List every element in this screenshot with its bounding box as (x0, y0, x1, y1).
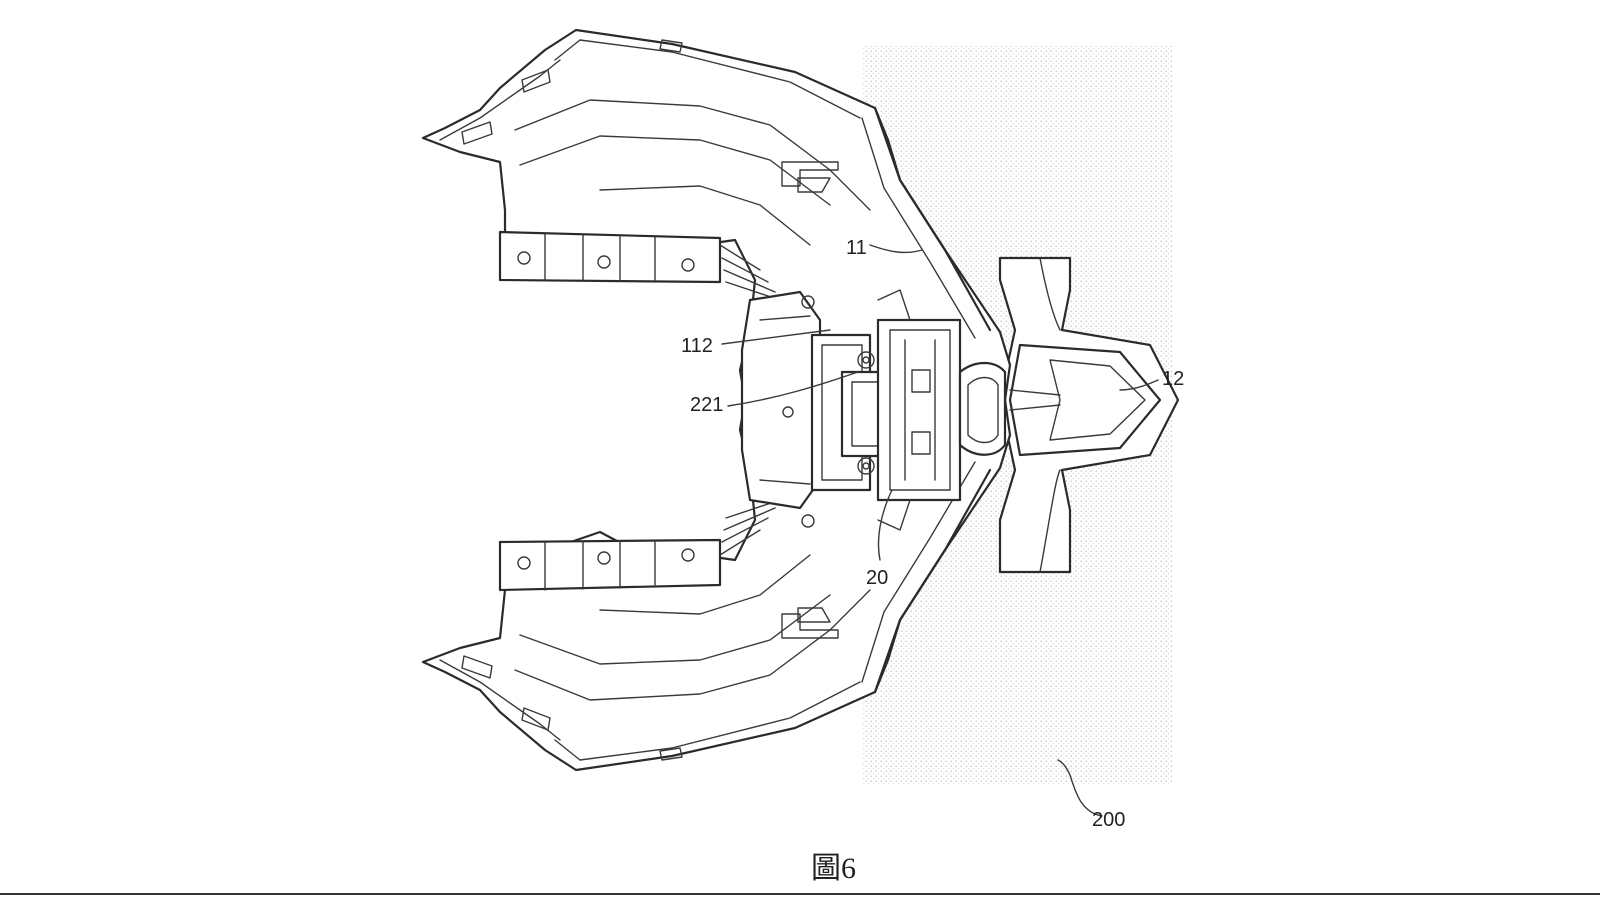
leader-12 (1119, 379, 1159, 391)
tail-piece-12 (998, 256, 1180, 574)
label-11: 11 (846, 237, 867, 259)
label-112: 112 (681, 335, 713, 357)
bottom-rule (0, 893, 1600, 895)
figure-caption: 圖6 (811, 852, 856, 885)
main-shell-11 (421, 28, 1012, 772)
leader-221 (727, 371, 859, 407)
reference-labels: 11 12 112 221 20 200 (681, 237, 1184, 831)
leader-200 (1057, 759, 1103, 817)
center-mount (740, 289, 1007, 531)
label-221: 221 (690, 394, 723, 416)
label-12: 12 (1162, 368, 1184, 390)
label-20: 20 (866, 567, 888, 589)
leader-11 (869, 244, 923, 254)
label-200: 200 (1092, 809, 1125, 831)
leader-112 (721, 329, 831, 345)
leader-lines (721, 244, 1159, 817)
leader-20 (877, 489, 893, 561)
